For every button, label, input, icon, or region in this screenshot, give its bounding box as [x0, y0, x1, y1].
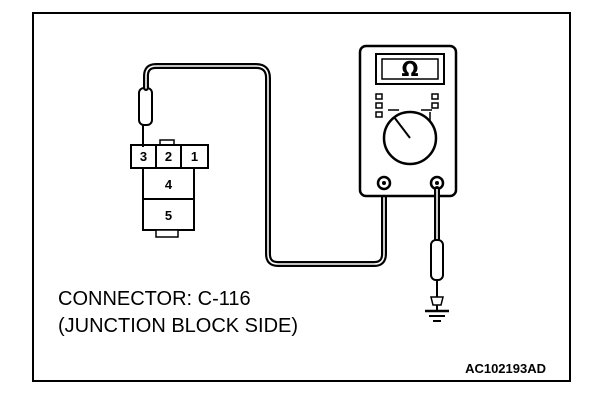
probe-pin-3 [138, 87, 153, 147]
ground-icon [425, 309, 449, 322]
pin-5-label: 5 [165, 208, 172, 223]
ground-lead [430, 186, 444, 311]
pin-2-label: 2 [165, 149, 172, 164]
pin-1-label: 1 [191, 149, 198, 164]
connector-c116: 3 2 1 4 5 [130, 139, 209, 238]
ohm-symbol: Ω [401, 57, 418, 81]
figure-code: AC102193AD [465, 361, 546, 376]
connector-label: CONNECTOR: C-116 [58, 288, 251, 310]
pin-3-label: 3 [140, 149, 147, 164]
connector-bottom-tab [155, 229, 179, 238]
selector-pointer [393, 116, 411, 139]
connector-side-label: (JUNCTION BLOCK SIDE) [58, 315, 298, 337]
figure-frame [32, 12, 571, 382]
pin-4-label: 4 [165, 177, 173, 192]
range-marks [375, 93, 439, 124]
multimeter: Ω [358, 44, 458, 198]
